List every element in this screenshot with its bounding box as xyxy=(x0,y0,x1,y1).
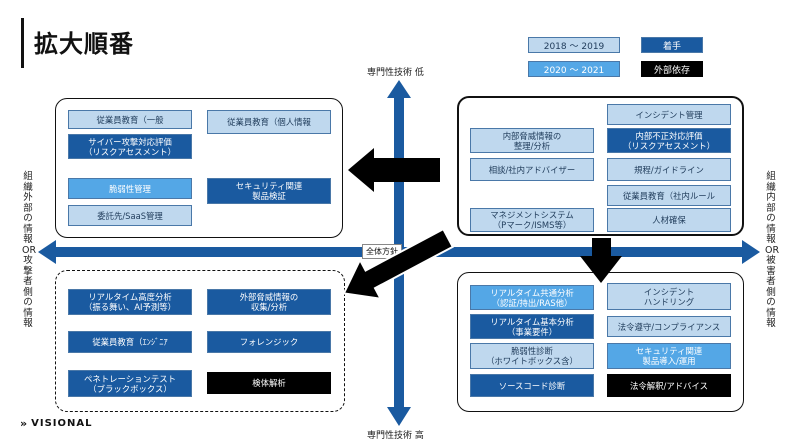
item-legal-compliance: 法令遵守/コンプライアンス xyxy=(607,316,731,337)
item-employee-education-internal-rules: 従業員教育（社内ルール xyxy=(607,185,731,206)
item-employee-education-general: 従業員教育（一般 xyxy=(68,110,192,129)
item-vendor-saas-management: 委託先/SaaS管理 xyxy=(68,205,192,226)
item-insider-threat-analysis: 内部脅威情報の 整理/分析 xyxy=(470,128,594,153)
item-employee-education-privacy: 従業員教育（個人情報 xyxy=(207,110,331,134)
legend-2018-2019: 2018 ～ 2019 xyxy=(528,37,620,53)
axis-label-right: 組織内部の情報 OR 被害者側の情報 xyxy=(765,171,780,329)
item-insider-fraud-assessment: 内部不正対応評価 （リスクアセスメント） xyxy=(607,128,731,153)
item-penetration-test: ペネトレーションテスト （ブラックボックス） xyxy=(68,370,192,397)
brand-chevrons-icon: » xyxy=(20,417,29,430)
item-management-system: マネジメントシステム （Pマーク/ISMS等） xyxy=(470,208,594,232)
item-external-threat-intel: 外部脅威情報の 収集/分析 xyxy=(207,289,331,315)
item-internal-advisor: 相談/社内アドバイザー xyxy=(470,158,594,181)
item-security-product-operation: セキュリティ関連 製品導入/運用 xyxy=(607,343,731,369)
item-vulnerability-assessment: 脆弱性診断 （ホワイトボックス含） xyxy=(470,343,594,369)
item-vulnerability-management: 脆弱性管理 xyxy=(68,178,192,199)
item-legal-advice: 法令解釈/アドバイス xyxy=(607,374,731,397)
arrow-to-bottom-left xyxy=(342,227,455,301)
item-cyber-attack-assessment: サイバー攻撃対応評価 （リスクアセスメント） xyxy=(68,134,192,159)
item-incident-management: インシデント管理 xyxy=(607,104,731,125)
item-realtime-common-analysis: リアルタイム共通分析 （認証/持出/RAS他） xyxy=(470,285,594,310)
legend-started: 着手 xyxy=(641,37,703,53)
item-rules-guidelines: 規程/ガイドライン xyxy=(607,158,731,181)
title-accent-bar xyxy=(21,18,24,68)
item-employee-education-engineer: 従業員教育（ｴﾝｼﾞﾆｱ xyxy=(68,331,192,353)
item-realtime-basic-analysis: リアルタイム基本分析 （事業要件） xyxy=(470,314,594,339)
brand-logo: » VISIONAL xyxy=(20,417,92,430)
item-security-product-verification: セキュリティ関連 製品検証 xyxy=(207,178,331,204)
item-forensics: フォレンジック xyxy=(207,331,331,353)
arrow-to-top-left xyxy=(348,148,440,192)
arrow-to-bottom-right xyxy=(580,238,622,283)
item-sample-analysis: 検体解析 xyxy=(207,372,331,394)
item-talent-acquisition: 人材確保 xyxy=(607,208,731,232)
item-realtime-advanced-analysis: リアルタイム高度分析 （振る舞い、AI予測等） xyxy=(68,289,192,315)
legend-2020-2021: 2020 ～ 2021 xyxy=(528,61,620,77)
brand-name: VISIONAL xyxy=(31,418,93,429)
item-incident-handling: インシデント ハンドリング xyxy=(607,283,731,310)
axis-label-bottom: 専門性技術 高 xyxy=(367,431,424,441)
axis-label-left: 組織外部の情報 OR 攻撃者側の情報 xyxy=(22,171,37,329)
axis-label-top: 専門性技術 低 xyxy=(367,68,424,78)
item-source-code-review: ソースコード診断 xyxy=(470,374,594,397)
legend-outsourced: 外部依存 xyxy=(641,61,703,77)
page-title: 拡大順番 xyxy=(34,30,134,58)
